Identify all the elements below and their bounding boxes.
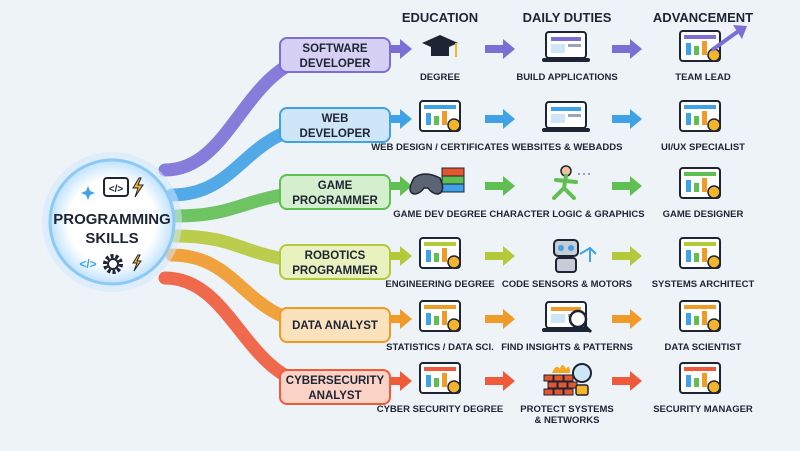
column-header-education: EDUCATION xyxy=(402,10,478,25)
career-title-line2: ANALYST xyxy=(308,390,361,402)
certificate-icon xyxy=(419,100,461,132)
shield-certificate-icon xyxy=(419,362,461,394)
education-label: DEGREE xyxy=(420,72,460,83)
joystick-blueprint-icon xyxy=(679,167,721,199)
step-arrow xyxy=(390,176,412,196)
step-arrow xyxy=(390,309,412,329)
column-header-daily-duties: DAILY DUTIES xyxy=(523,10,612,25)
step-arrow xyxy=(485,109,515,129)
magnifier-chart-icon xyxy=(542,301,593,334)
step-arrow xyxy=(612,176,642,196)
advancement-label: GAME DESIGNER xyxy=(663,209,744,220)
step-arrow xyxy=(485,39,515,59)
circuit-chip-icon xyxy=(679,237,721,269)
step-arrow xyxy=(612,309,642,329)
growth-arrowhead xyxy=(733,25,747,39)
career-row: DATA ANALYST STATISTICS / DATA SCI. FIND I… xyxy=(279,300,742,353)
chart-calculator-icon xyxy=(419,300,461,332)
step-arrow xyxy=(612,371,642,391)
advancement-label: SYSTEMS ARCHITECT xyxy=(652,279,755,290)
career-pill: CYBERSECURITY ANALYST xyxy=(279,369,391,405)
robot-icon xyxy=(553,239,597,273)
svg-text:</>: </> xyxy=(109,184,124,195)
career-title-line1: CYBERSECURITY xyxy=(286,375,385,387)
advancement-label: DATA SCIENTIST xyxy=(665,342,742,353)
robot-arm-icon xyxy=(419,237,461,269)
hub-title-line2: SKILLS xyxy=(85,230,138,247)
team-growth-icon xyxy=(679,30,721,62)
step-arrow xyxy=(485,246,515,266)
programming-skills-hub: </> PROGRAMMING SKILLS </> xyxy=(42,152,182,292)
hub-title-line1: PROGRAMMING xyxy=(53,211,171,228)
profile-cards-icon xyxy=(679,100,721,132)
education-label: WEB DESIGN / CERTIFICATES xyxy=(371,142,509,153)
advancement-label: UI/UX SPECIALIST xyxy=(661,142,745,153)
step-arrow xyxy=(390,109,412,129)
career-row: SOFTWARE DEVELOPER DEGREE BUILD APPLICATION… xyxy=(279,30,731,83)
step-arrow xyxy=(390,371,412,391)
education-label: GAME DEV DEGREE xyxy=(393,209,486,220)
education-label: STATISTICS / DATA SCI. xyxy=(386,342,494,353)
code-brackets-icon: </> xyxy=(79,257,96,271)
career-pill: SOFTWARE DEVELOPER xyxy=(279,37,391,73)
column-header-advancement: ADVANCEMENT xyxy=(653,10,753,25)
career-row: ROBOTICS PROGRAMMER ENGINEERING DEGREE CODE… xyxy=(279,237,755,290)
step-arrow xyxy=(612,109,642,129)
laptop-icon xyxy=(542,101,590,132)
career-row: CYBERSECURITY ANALYST CYBER SECURITY DEGRE… xyxy=(279,362,753,426)
career-title-line2: PROGRAMMER xyxy=(292,195,378,207)
career-rows: SOFTWARE DEVELOPER DEGREE BUILD APPLICATION… xyxy=(279,25,755,426)
step-arrow xyxy=(612,39,642,59)
growth-arrow-icon xyxy=(710,28,742,52)
phone-tablet-icon xyxy=(542,31,590,62)
step-arrow xyxy=(485,309,515,329)
duties-label: WEBSITES & WEBADDS xyxy=(512,142,623,153)
duties-label: PROTECT SYSTEMS xyxy=(520,404,613,415)
career-pill: GAME PROGRAMMER xyxy=(279,174,391,210)
career-title-line1: WEB xyxy=(322,113,349,125)
career-flows xyxy=(158,42,337,400)
sparkle-icon xyxy=(81,186,95,200)
step-arrow xyxy=(485,371,515,391)
gamepad-books-icon xyxy=(409,167,465,195)
duties-label: CODE SENSORS & MOTORS xyxy=(502,279,632,290)
advancement-label: SECURITY MANAGER xyxy=(653,404,753,415)
firewall-network-icon xyxy=(543,363,592,396)
education-label: ENGINEERING DEGREE xyxy=(385,279,494,290)
duties-label: BUILD APPLICATIONS xyxy=(516,72,617,83)
graduation-cap-icon xyxy=(422,35,458,57)
duties-label-line2: & NETWORKS xyxy=(535,415,600,426)
career-pill: WEB DEVELOPER xyxy=(279,107,391,143)
gear-icon xyxy=(103,254,123,274)
duties-label: CHARACTER LOGIC & GRAPHICS xyxy=(489,209,644,220)
career-title-line1: ROBOTICS xyxy=(305,250,366,262)
code-window-icon: </> xyxy=(103,177,129,197)
step-arrow xyxy=(390,39,412,59)
career-title-line1: SOFTWARE xyxy=(302,43,367,55)
dashboard-icon xyxy=(679,300,721,332)
advancement-label: TEAM LEAD xyxy=(675,72,731,83)
lightning-small-icon xyxy=(132,254,142,272)
duties-label: FIND INSIGHTS & PATTERNS xyxy=(501,342,633,353)
career-title-line2: DEVELOPER xyxy=(300,128,372,140)
career-title-line2: DEVELOPER xyxy=(300,58,372,70)
step-arrow xyxy=(612,246,642,266)
career-pill: DATA ANALYST xyxy=(279,307,391,343)
running-character-icon xyxy=(552,165,590,200)
security-manager-icon xyxy=(679,362,721,394)
step-arrow xyxy=(390,246,412,266)
career-title: DATA ANALYST xyxy=(292,320,378,332)
education-label: CYBER SECURITY DEGREE xyxy=(377,404,504,415)
career-pill: ROBOTICS PROGRAMMER xyxy=(279,244,391,280)
career-title-line2: PROGRAMMER xyxy=(292,265,378,277)
career-title-line1: GAME xyxy=(318,180,353,192)
lightning-icon xyxy=(132,177,144,198)
step-arrow xyxy=(485,176,515,196)
